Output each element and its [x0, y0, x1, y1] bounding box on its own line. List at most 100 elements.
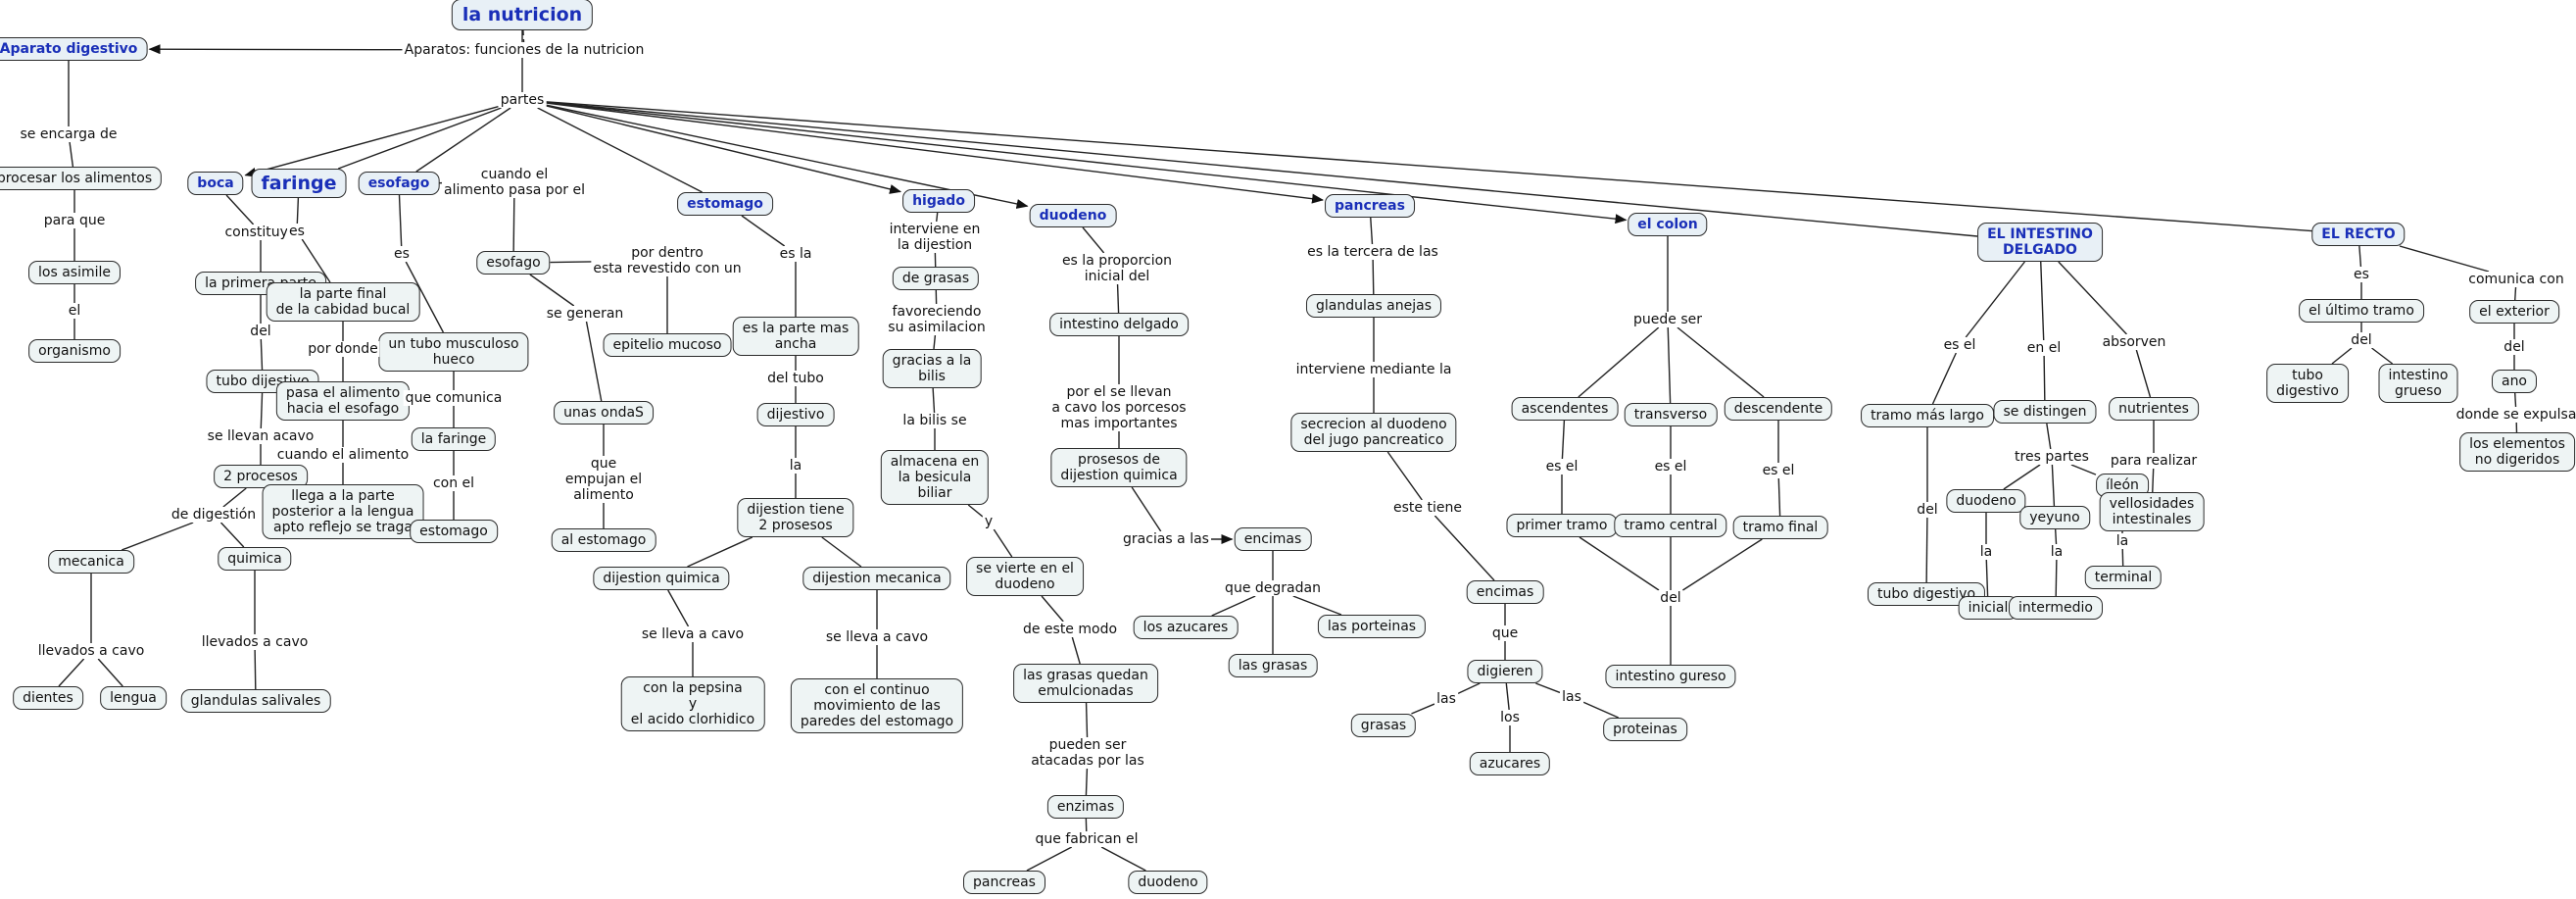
node-duodeno2[interactable]: duodeno	[1128, 871, 1208, 894]
node-pepsina[interactable]: con la pepsina y el acido clorhidico	[620, 676, 765, 731]
node-distingen[interactable]: se distingen	[1993, 400, 2097, 424]
node-dijestivo[interactable]: dijestivo	[756, 403, 835, 426]
node-tramolargo[interactable]: tramo más largo	[1861, 404, 1994, 427]
node-primtramo[interactable]: primer tramo	[1506, 514, 1618, 537]
node-tubodig3[interactable]: tubo digestivo	[2266, 364, 2349, 403]
link-label-comunicacon: comunica con	[2466, 272, 2566, 287]
node-porteinas[interactable]: las porteinas	[1317, 615, 1427, 638]
node-duodeno[interactable]: duodeno	[1029, 204, 1117, 227]
node-pancreas2[interactable]: pancreas	[963, 871, 1045, 894]
node-nutrientes[interactable]: nutrientes	[2109, 397, 2199, 421]
node-lengua[interactable]: lengua	[100, 686, 167, 710]
node-ad[interactable]: Aparato digestivo	[0, 37, 148, 61]
node-lafaringe[interactable]: la faringe	[411, 427, 497, 451]
link-label-partes: partes	[498, 92, 547, 108]
node-ondas[interactable]: unas ondaS	[554, 401, 654, 425]
node-intermedio[interactable]: intermedio	[2009, 596, 2103, 620]
node-estomago2[interactable]: estomago	[410, 520, 498, 543]
node-encimas2[interactable]: encimas	[1466, 580, 1544, 604]
node-continuo[interactable]: con el continuo movimiento de las parede…	[790, 678, 964, 733]
node-enzimas1[interactable]: enzimas	[1046, 795, 1125, 819]
node-intdelg[interactable]: intestino delgado	[1049, 313, 1189, 336]
node-pasaal[interactable]: pasa el alimento hacia el esofago	[275, 381, 411, 421]
node-ascend[interactable]: ascendentes	[1511, 397, 1619, 421]
node-glandanej[interactable]: glandulas anejas	[1305, 294, 1442, 318]
node-prosesos[interactable]: prosesos de dijestion quimica	[1050, 448, 1188, 487]
node-lasgrasas[interactable]: las grasas	[1228, 654, 1318, 677]
node-duodeno3[interactable]: duodeno	[1946, 489, 2026, 513]
connector-intdel-l_absorven	[2058, 261, 2127, 335]
node-inicial[interactable]: inicial	[1958, 596, 2018, 620]
link-label-conel: con el	[430, 475, 477, 491]
node-vellosidades[interactable]: vellosidades intestinales	[2099, 492, 2205, 531]
node-colon[interactable]: el colon	[1628, 213, 1708, 236]
node-gracbilis[interactable]: gracias a la bilis	[882, 349, 982, 388]
node-tubodig2[interactable]: tubo digestivo	[1867, 582, 1986, 606]
node-proteinas[interactable]: proteinas	[1603, 718, 1687, 741]
node-pancreas[interactable]: pancreas	[1325, 194, 1415, 218]
node-vierte[interactable]: se vierte en el duodeno	[966, 557, 1084, 596]
link-label-el: el	[66, 303, 83, 319]
link-label-la2: la	[1977, 544, 1995, 560]
link-label-trespartes: tres partes	[2013, 449, 2091, 465]
node-descend[interactable]: descendente	[1724, 397, 1833, 421]
node-digieren[interactable]: digieren	[1467, 660, 1543, 683]
node-intgrueso[interactable]: intestino gureso	[1605, 665, 1736, 688]
node-glandsal[interactable]: glandulas salivales	[180, 689, 331, 713]
node-estomago[interactable]: estomago	[677, 192, 773, 216]
node-terminal[interactable]: terminal	[2084, 566, 2163, 589]
node-dijmec[interactable]: dijestion mecanica	[802, 567, 951, 590]
node-intgrueso2[interactable]: intestino grueso	[2378, 364, 2458, 403]
node-esofago2[interactable]: esofago	[476, 251, 551, 275]
node-organismo[interactable]: organismo	[28, 339, 121, 363]
node-quimica[interactable]: quimica	[218, 547, 292, 571]
node-esofago[interactable]: esofago	[358, 172, 440, 195]
node-transv[interactable]: transverso	[1624, 403, 1718, 426]
node-exterior[interactable]: el exterior	[2469, 300, 2559, 324]
connector-l_puedeser-transv	[1667, 326, 1672, 404]
node-cabidad[interactable]: la parte final de la cabidad bucal	[266, 282, 420, 322]
node-epitelio[interactable]: epitelio mucoso	[603, 333, 732, 357]
node-almacena[interactable]: almacena en la besicula biliar	[880, 450, 990, 505]
node-dientes[interactable]: dientes	[13, 686, 83, 710]
node-mecanica[interactable]: mecanica	[48, 550, 134, 574]
node-llega[interactable]: llega a la parte posterior a la lengua a…	[262, 484, 424, 539]
node-faringe[interactable]: faringe	[251, 169, 347, 198]
node-azucares1[interactable]: los azucares	[1133, 616, 1239, 639]
node-alestomago[interactable]: al estomago	[551, 528, 656, 552]
node-tramofin[interactable]: tramo final	[1732, 516, 1828, 539]
connector-recto-l_es3	[2358, 245, 2362, 268]
node-asimile[interactable]: los asimile	[28, 261, 121, 284]
node-recto[interactable]: EL RECTO	[2311, 223, 2406, 246]
connector-yeyuno-l_la3	[2054, 528, 2058, 545]
node-root[interactable]: la nutricion	[451, 0, 594, 30]
node-ultimo[interactable]: el último tramo	[2299, 299, 2424, 323]
connector-l_es1-cabidad	[301, 238, 331, 283]
node-procesar[interactable]: procesar los alimentos	[0, 167, 163, 190]
link-label-la1: la	[787, 458, 804, 474]
node-dijquim[interactable]: dijestion quimica	[593, 567, 730, 590]
node-yeyuno[interactable]: yeyuno	[2019, 506, 2090, 529]
connector-secrecion-l_estetiene	[1386, 451, 1423, 501]
link-label-bilisse: la bilis se	[900, 413, 969, 428]
node-grasasq[interactable]: las grasas quedan emulcionadas	[1013, 664, 1158, 703]
node-degrasas[interactable]: de grasas	[892, 267, 980, 290]
node-encimas1[interactable]: encimas	[1234, 527, 1312, 551]
node-anchaparte[interactable]: es la parte mas ancha	[732, 317, 859, 356]
node-azucares2[interactable]: azucares	[1469, 752, 1551, 775]
node-ano[interactable]: ano	[2491, 370, 2538, 393]
node-secrecion[interactable]: secrecion al duodeno del jugo pancreatic…	[1290, 413, 1457, 452]
node-noderidos[interactable]: los elementos no digeridos	[2459, 432, 2575, 472]
connector-l_es2-tubomusc	[405, 261, 445, 333]
node-tramocent[interactable]: tramo central	[1614, 514, 1727, 537]
node-dijtiene[interactable]: dijestion tiene 2 prosesos	[737, 498, 854, 537]
node-higado[interactable]: higado	[902, 189, 975, 213]
node-boca[interactable]: boca	[187, 172, 244, 195]
node-grasas2[interactable]: grasas	[1350, 714, 1417, 737]
node-tubomusc[interactable]: un tubo musculoso hueco	[378, 332, 529, 372]
link-label-graciasalas: gracias a las	[1121, 531, 1211, 547]
connector-esofago-l_es2	[398, 194, 403, 247]
link-label-que: que	[1489, 625, 1521, 641]
link-label-los: los	[1498, 710, 1522, 725]
node-intdel[interactable]: EL INTESTINO DELGADO	[1977, 223, 2103, 262]
